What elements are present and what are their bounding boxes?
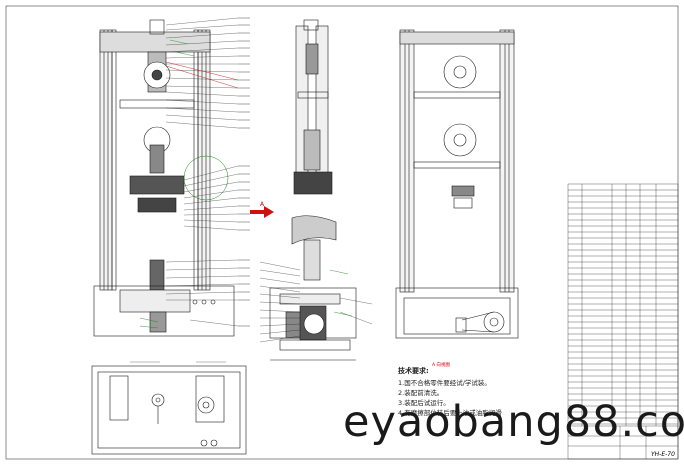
front-view bbox=[93, 17, 250, 337]
section-arrow-label: A bbox=[260, 201, 265, 208]
watermark: eyaobang88.co bbox=[343, 398, 684, 446]
drawing-number: YH-E-70 bbox=[651, 451, 675, 458]
tech-req-item: 4.有摩擦部位装后要上油或油脂润滑 bbox=[398, 409, 502, 417]
tech-req-heading: 技术要求: bbox=[398, 367, 429, 375]
tech-req-item: 1.国不合格零件要经试/学试装。 bbox=[398, 379, 491, 387]
section-view bbox=[250, 19, 373, 361]
parts-list bbox=[567, 183, 679, 460]
tech-req-item: 2.装配前清洗。 bbox=[398, 389, 444, 397]
view-label: A 向视图 bbox=[432, 363, 451, 368]
side-view bbox=[395, 29, 519, 339]
technical-requirements: 技术要求: 1.国不合格零件要经试/学试装。 2.装配前清洗。 3.装配后试运行… bbox=[398, 366, 588, 418]
tech-req-item: 3.装配后试运行。 bbox=[398, 399, 450, 407]
plan-view bbox=[91, 361, 247, 455]
